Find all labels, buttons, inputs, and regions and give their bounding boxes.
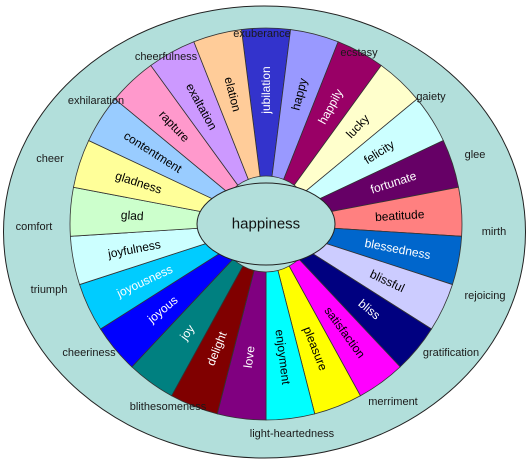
outer-word-gaiety: gaiety [416,91,446,103]
center-label: happiness [232,216,300,233]
outer-word-blithesomeness: blithesomeness [130,401,207,413]
center-ellipse [196,182,336,266]
wedge-elation [193,29,261,180]
wedge-layer [69,27,463,421]
outer-word-ecstasy: ecstasy [340,47,378,59]
wedge-label-jubilation: jubilation [259,66,273,114]
outer-word-exhilaration: exhilaration [68,95,124,107]
outer-word-layer: exuberance ecstasy gaiety glee mirth rejoicin… [16,28,507,440]
outer-word-glee: glee [465,149,486,161]
outer-word-cheerfulness: cheerfulness [135,51,198,63]
outer-word-gratification: gratification [423,347,479,359]
outer-word-mirth: mirth [482,226,506,238]
outer-word-cheer: cheer [36,153,64,165]
outer-word-light-heartedness: light-heartedness [250,428,335,440]
outer-word-cheeriness: cheeriness [62,347,116,359]
outer-word-triumph: triumph [31,284,68,296]
outer-word-rejoicing: rejoicing [465,290,506,302]
wedge-label-enjoyment: enjoyment [272,329,293,386]
outer-word-merriment: merriment [368,396,418,408]
wedge-label-glad: glad [121,208,145,223]
outer-word-comfort: comfort [16,221,53,233]
wedge-label-beatitude: beatitude [375,207,425,224]
outer-word-exuberance: exuberance [233,28,291,40]
wedge-label-love: love [241,345,258,369]
